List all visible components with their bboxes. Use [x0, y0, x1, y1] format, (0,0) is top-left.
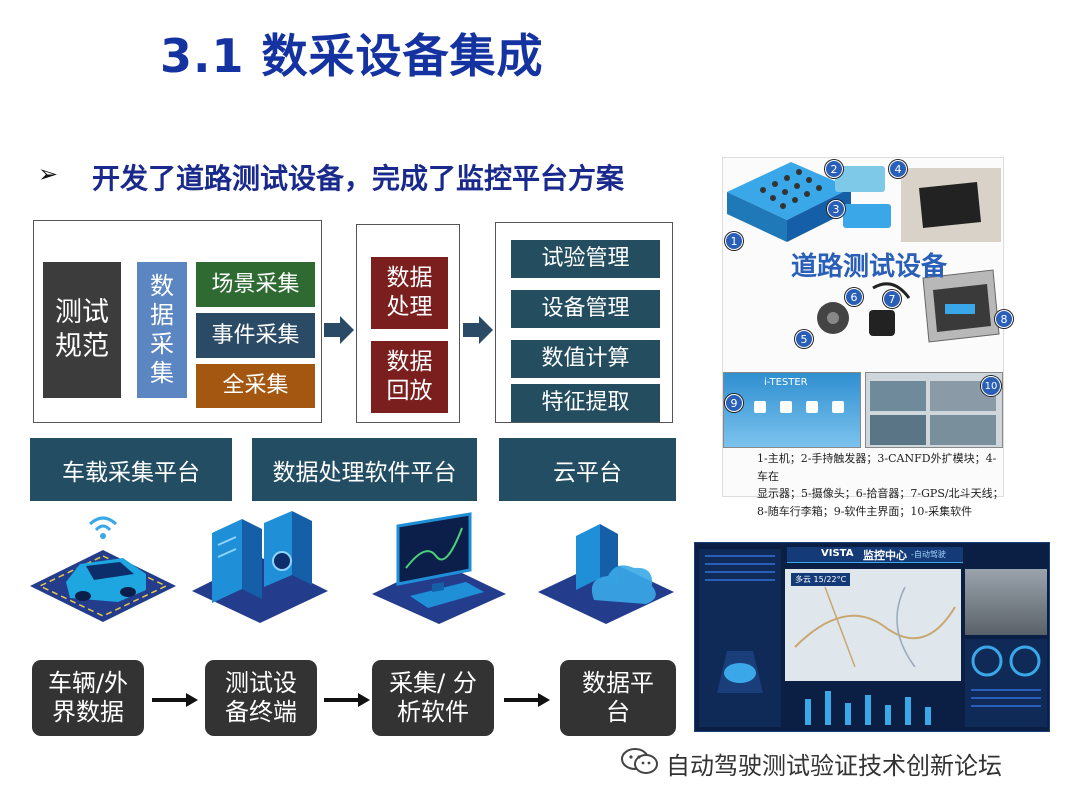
caption-line-1: 1-主机；2-手持触发器；3-CANFD外扩模块；4-车在: [757, 452, 997, 483]
software-title: i-TESTER: [764, 377, 808, 388]
test-management-box: 试验管理: [511, 240, 660, 278]
badge-5: 5: [795, 330, 813, 348]
cloud-platform-box: 云平台: [499, 438, 676, 501]
caption-line-3: 8-随车行李箱；9-软件主界面；10-采集软件: [757, 504, 973, 518]
bullet-text: 开发了道路测试设备，完成了监控平台方案: [92, 162, 625, 195]
monitor-header: VISTA 监控中心 -自动驾驶: [787, 547, 963, 563]
monitor-map: 多云 15/22°C: [785, 569, 961, 727]
monitor-title: 监控中心: [863, 549, 907, 562]
watermark-text: 自动驾驶测试验证技术创新论坛: [666, 752, 1002, 780]
data-replay-label: 数据回放: [386, 349, 433, 404]
data-process-box: 数据处理: [371, 257, 448, 329]
device-management-box: 设备管理: [511, 290, 660, 328]
equipment-hardware-icon: [727, 162, 1001, 343]
equipment-photo: 道路测试设备 1 2 3 4 5 6 7 8 i-TESTER 9 10 1-主…: [722, 157, 1013, 518]
collection-software-screen: [865, 372, 1003, 448]
badge-2: 2: [825, 160, 843, 178]
full-collect-label: 全采集: [222, 373, 289, 399]
feature-extract-box: 特征提取: [511, 384, 660, 422]
test-spec-box: 测试规范: [43, 262, 121, 398]
wechat-icon: [621, 748, 658, 774]
arrow-right-icon: [324, 693, 370, 707]
data-replay-box: 数据回放: [371, 341, 448, 413]
equipment-caption: 1-主机；2-手持触发器；3-CANFD外扩模块；4-车在 显示器；5-摄像头；…: [757, 450, 1007, 520]
caption-line-2: 显示器；5-摄像头；6-拾音器；7-GPS/北斗天线；: [757, 487, 1004, 501]
badge-9: 9: [725, 394, 743, 412]
computer-illustration-icon: [372, 512, 506, 624]
scene-collect-box: 场景采集: [196, 262, 315, 307]
monitor-brand: VISTA: [821, 548, 854, 559]
numeric-compute-box: 数值计算: [511, 340, 660, 378]
badge-10: 10: [981, 376, 1001, 396]
cloud-illustration-icon: [538, 524, 674, 624]
badge-3: 3: [827, 200, 845, 218]
monitor-left-panel: [699, 549, 781, 727]
badge-6: 6: [845, 288, 863, 306]
map-routes-icon: [794, 587, 956, 667]
bullet-marker: ➢: [38, 160, 59, 188]
arrow-right-icon: [463, 316, 493, 344]
software-icons: [754, 401, 844, 421]
event-collect-label: 事件采集: [211, 322, 300, 348]
flow-step-data-platform: 数据平台: [560, 660, 676, 736]
arrow-right-icon: [324, 316, 354, 344]
car-illustration-icon: [30, 516, 176, 622]
arrow-right-icon: [152, 693, 198, 707]
page-title: 3.1 数采设备集成: [160, 29, 544, 83]
equipment-label: 道路测试设备: [791, 252, 948, 282]
software-main-screen: i-TESTER: [723, 372, 861, 448]
monitor-weather: 多云 15/22°C: [791, 573, 851, 586]
test-management-label: 试验管理: [541, 246, 630, 272]
monitor-camera-view: [965, 569, 1047, 635]
numeric-compute-label: 数值计算: [541, 346, 630, 372]
server-illustration-icon: [192, 511, 328, 623]
vehicle-platform-box: 车载采集平台: [30, 438, 232, 501]
badge-4: 4: [889, 160, 907, 178]
device-management-label: 设备管理: [541, 296, 630, 322]
monitor-gauges: [965, 639, 1047, 727]
data-collect-label: 数据采集: [150, 272, 174, 387]
feature-extract-label: 特征提取: [541, 390, 630, 416]
full-collect-box: 全采集: [196, 364, 315, 408]
flow-step-software: 采集/ 分析软件: [372, 660, 494, 736]
data-collect-box: 数据采集: [137, 262, 187, 398]
monitoring-center-screen: VISTA 监控中心 -自动驾驶 多云 15/22°C: [694, 542, 1050, 732]
monitor-subtitle: -自动驾驶: [911, 550, 946, 559]
flow-step-terminal: 测试设备终端: [205, 660, 317, 736]
badge-8: 8: [995, 310, 1013, 328]
arrow-right-icon: [504, 693, 550, 707]
badge-7: 7: [883, 290, 901, 308]
software-platform-box: 数据处理软件平台: [252, 438, 477, 501]
event-collect-box: 事件采集: [196, 313, 315, 358]
badge-1: 1: [725, 232, 743, 250]
test-spec-label: 测试规范: [55, 297, 109, 362]
flow-step-vehicle: 车辆/外界数据: [32, 660, 144, 736]
scene-collect-label: 场景采集: [211, 271, 300, 297]
monitor-bar-chart: [785, 681, 961, 727]
data-process-label: 数据处理: [386, 265, 433, 320]
